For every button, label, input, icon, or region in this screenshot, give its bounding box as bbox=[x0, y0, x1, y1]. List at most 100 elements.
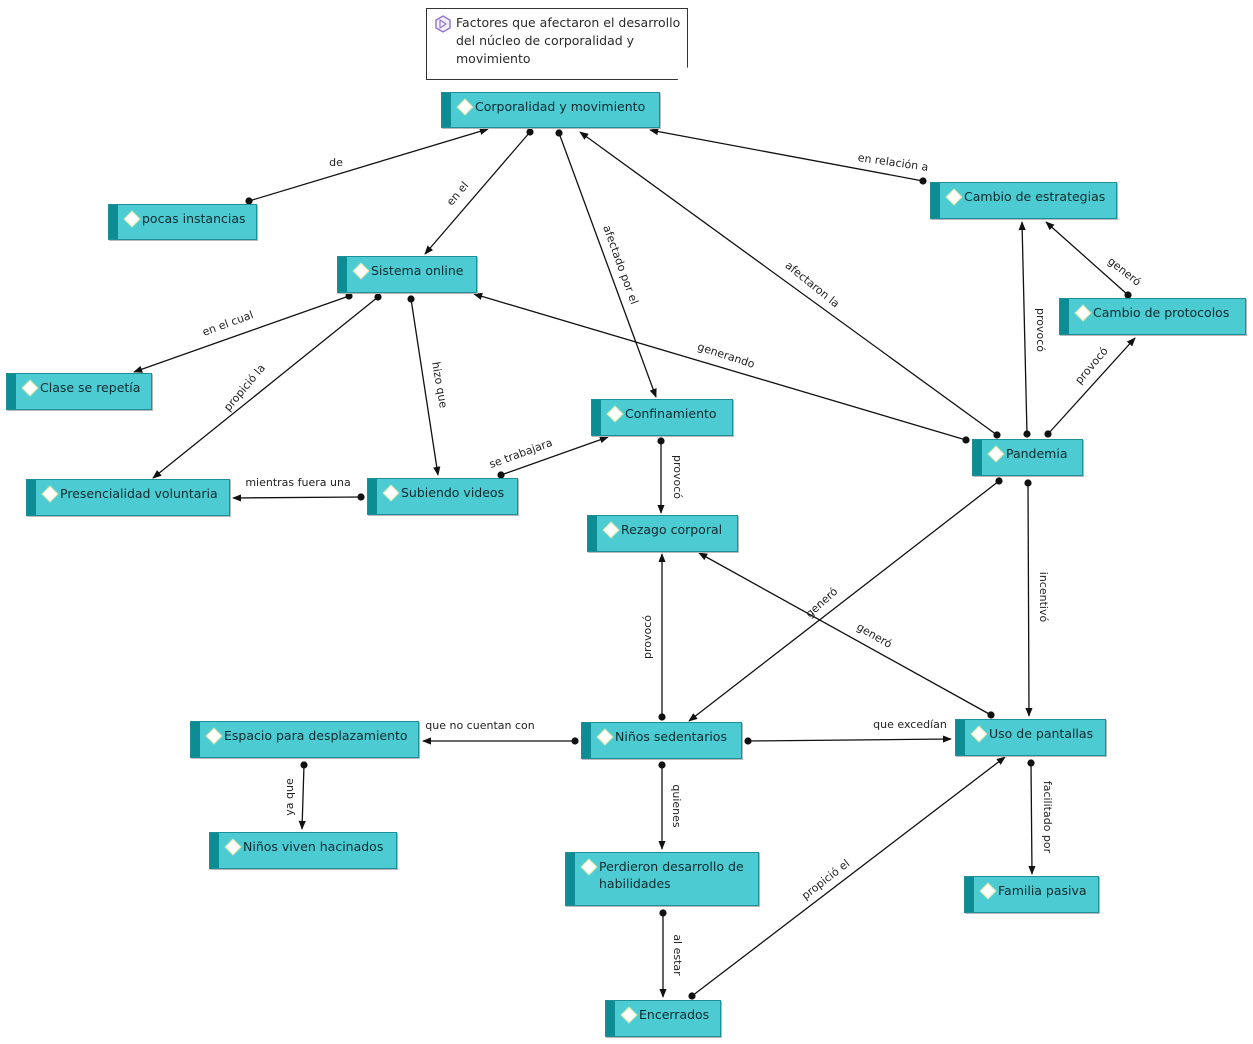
edge-sistema-to-subiendo bbox=[410, 298, 441, 476]
node-label: Encerrados bbox=[639, 1007, 710, 1022]
diamond-icon bbox=[606, 405, 624, 423]
concept-map-icon bbox=[435, 15, 451, 33]
edge-label: generando bbox=[696, 340, 757, 371]
edge-label: que excedían bbox=[873, 718, 947, 731]
concept-node-hacinados[interactable]: Niños viven hacinados bbox=[209, 832, 397, 869]
edge-sistema-to-presencialidad bbox=[152, 296, 379, 479]
node-accent-strip bbox=[191, 722, 200, 757]
concept-node-perdieron[interactable]: Perdieron desarrollo de habilidades bbox=[565, 852, 759, 906]
node-accent-strip bbox=[109, 205, 118, 239]
edge-label: quienes bbox=[670, 784, 683, 828]
node-accent-strip bbox=[956, 720, 965, 755]
edge-pocas-to-corporalidad bbox=[248, 127, 489, 202]
concept-node-sedentarios[interactable]: Niños sedentarios bbox=[581, 722, 742, 759]
concept-node-espacio[interactable]: Espacio para desplazamiento bbox=[190, 721, 419, 758]
concept-node-pantallas[interactable]: Uso de pantallas bbox=[955, 719, 1106, 756]
edge-origin-dot bbox=[497, 471, 505, 479]
edge-pandemia-to-sistema bbox=[473, 292, 967, 441]
edge-pantallas-to-rezago bbox=[698, 552, 992, 716]
edge-origin-dot bbox=[1124, 291, 1132, 299]
node-accent-strip bbox=[566, 853, 575, 905]
edge-label: de bbox=[329, 156, 343, 169]
diamond-icon bbox=[987, 445, 1005, 463]
node-label: Cambio de protocolos bbox=[1093, 305, 1230, 320]
node-accent-strip bbox=[338, 257, 347, 292]
concept-node-confinamiento[interactable]: Confinamiento bbox=[591, 399, 733, 436]
diamond-icon bbox=[620, 1006, 638, 1024]
edge-label: mientras fuera una bbox=[245, 476, 350, 489]
edge-corporalidad-to-sistema bbox=[424, 131, 531, 255]
diamond-icon bbox=[979, 882, 997, 900]
node-label: Niños viven hacinados bbox=[243, 839, 384, 854]
node-accent-strip bbox=[588, 516, 597, 551]
edge-label: propició la bbox=[221, 362, 268, 414]
node-accent-strip bbox=[606, 1001, 615, 1036]
concept-node-pandemia[interactable]: Pandemia bbox=[972, 439, 1083, 476]
edge-pantallas-to-familia bbox=[1028, 762, 1036, 875]
concept-node-estrategias[interactable]: Cambio de estrategias bbox=[930, 182, 1117, 219]
edge-label: hizo que bbox=[429, 361, 450, 410]
diamond-icon bbox=[602, 521, 620, 539]
edge-subiendo-to-presencialidad bbox=[232, 494, 362, 502]
node-accent-strip bbox=[592, 400, 601, 435]
edge-origin-dot bbox=[571, 737, 579, 745]
node-label: pocas instancias bbox=[142, 211, 246, 226]
edge-origin-dot bbox=[688, 992, 696, 1000]
edge-label: en el cual bbox=[201, 308, 256, 338]
node-label: Rezago corporal bbox=[621, 522, 723, 537]
node-accent-strip bbox=[210, 833, 219, 868]
diamond-icon bbox=[1074, 304, 1092, 322]
edge-label: en el bbox=[444, 179, 471, 208]
edge-label: generó bbox=[803, 585, 841, 621]
edge-subiendo-to-confinamiento bbox=[500, 436, 609, 476]
edge-origin-dot bbox=[744, 737, 752, 745]
diamond-icon bbox=[382, 484, 400, 502]
diamond-icon bbox=[21, 379, 39, 397]
diamond-icon bbox=[41, 485, 59, 503]
concept-node-subiendo[interactable]: Subiendo videos bbox=[367, 478, 518, 515]
edge-pandemia-to-sedentarios bbox=[688, 480, 1000, 722]
edge-sedentarios-to-pantallas bbox=[747, 735, 952, 743]
map-title: Factores que afectaron el desarrollo del… bbox=[426, 8, 688, 80]
node-label: Pandemia bbox=[1006, 446, 1068, 461]
node-label: Subiendo videos bbox=[401, 485, 505, 500]
node-label: Clase se repetía bbox=[40, 380, 141, 395]
diamond-icon bbox=[352, 262, 370, 280]
edge-label: provocó bbox=[1072, 344, 1110, 386]
node-accent-strip bbox=[931, 183, 940, 218]
edge-origin-dot bbox=[987, 711, 995, 719]
node-label: Uso de pantallas bbox=[989, 726, 1094, 741]
edge-label: generó bbox=[854, 620, 894, 651]
diamond-icon bbox=[596, 728, 614, 746]
diamond-icon bbox=[945, 188, 963, 206]
concept-node-presencialidad[interactable]: Presencialidad voluntaria bbox=[26, 479, 230, 516]
edge-origin-dot bbox=[962, 436, 970, 444]
edge-origin-dot bbox=[345, 292, 353, 300]
diamond-icon bbox=[970, 725, 988, 743]
edge-label: ya que bbox=[283, 778, 296, 816]
concept-node-familia[interactable]: Familia pasiva bbox=[964, 876, 1099, 913]
node-accent-strip bbox=[973, 440, 982, 475]
edge-label: se trabajara bbox=[487, 436, 554, 471]
node-label: Cambio de estrategias bbox=[964, 189, 1106, 204]
edge-label: afectaron la bbox=[783, 259, 842, 310]
node-label: Familia pasiva bbox=[998, 883, 1087, 898]
concept-node-pocas[interactable]: pocas instancias bbox=[108, 204, 257, 240]
concept-node-clase[interactable]: Clase se repetía bbox=[6, 373, 152, 410]
edge-origin-dot bbox=[555, 129, 563, 137]
edge-origin-dot bbox=[245, 197, 253, 205]
edge-estrategias-to-corporalidad bbox=[649, 127, 924, 182]
concept-node-sistema[interactable]: Sistema online bbox=[337, 256, 477, 293]
node-accent-strip bbox=[1060, 299, 1069, 334]
concept-node-encerrados[interactable]: Encerrados bbox=[605, 1000, 721, 1037]
node-label: Presencialidad voluntaria bbox=[60, 486, 218, 501]
concept-node-rezago[interactable]: Rezago corporal bbox=[587, 515, 738, 552]
edge-origin-dot bbox=[526, 128, 534, 136]
edge-pandemia-to-protocolos bbox=[1047, 337, 1136, 435]
edge-protocolos-to-estrategias bbox=[1045, 221, 1129, 296]
concept-node-corporalidad[interactable]: Corporalidad y movimiento bbox=[441, 92, 660, 128]
concept-node-protocolos[interactable]: Cambio de protocolos bbox=[1059, 298, 1246, 335]
edge-label: que no cuentan con bbox=[425, 719, 534, 732]
node-label: Espacio para desplazamiento bbox=[224, 728, 408, 743]
